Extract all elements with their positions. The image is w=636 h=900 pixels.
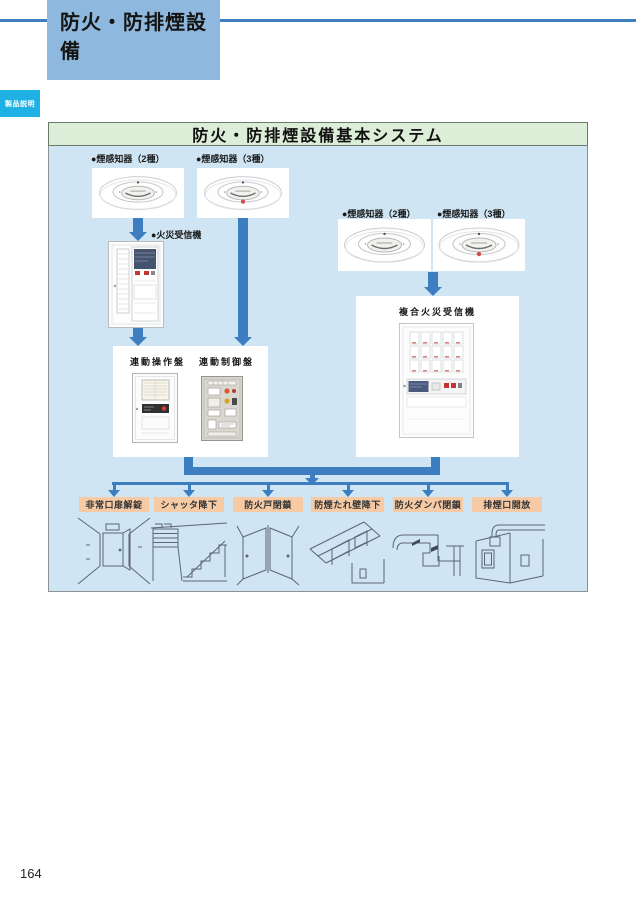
interlock-operation-panel-icon xyxy=(132,373,178,443)
fire-receiver-panel-icon xyxy=(108,241,164,328)
connector-right-drop xyxy=(431,457,440,468)
connector-left-drop xyxy=(184,457,193,468)
label-detector-right-type2: ●煙感知器（2種） xyxy=(342,209,416,219)
output-label-exit-door-unlock: 非常口扉解錠 xyxy=(79,497,149,512)
arrow-detector-to-receiver xyxy=(129,218,147,241)
smoke-detector-icon xyxy=(98,175,178,211)
side-tab-product-description: 製品説明 xyxy=(0,90,40,117)
connector-trunk-bar xyxy=(184,467,440,475)
interlock-control-panel-icon xyxy=(201,376,243,441)
arrow-output-6 xyxy=(501,484,513,497)
output-label-smoke-vent-open: 排煙口開放 xyxy=(472,497,542,512)
smoke-detector-icon xyxy=(438,227,520,264)
interlock-panels-box: 連動操作盤 連動制御盤 xyxy=(113,346,268,457)
smoke-vent-illustration xyxy=(475,524,545,584)
smoke-detector-icon xyxy=(203,175,283,211)
connector-branch-line xyxy=(112,482,509,485)
system-diagram: 防火・防排煙設備基本システム ●煙感知器（2種） ●煙感知器（3種） ●煙感知器… xyxy=(48,122,588,592)
page-header: 防火・防排煙設備 xyxy=(47,0,220,80)
smoke-detector-icon xyxy=(343,227,426,264)
top-rule xyxy=(0,19,636,22)
detector-photo-box xyxy=(197,168,289,218)
arrow-trunk-to-branch xyxy=(305,475,319,485)
detector-photo-box xyxy=(433,219,525,271)
arrow-output-4 xyxy=(342,484,354,497)
label-interlock-control-panel: 連動制御盤 xyxy=(199,357,255,367)
side-tab-label: 製品説明 xyxy=(5,100,35,108)
label-detector-right-type3: ●煙感知器（3種） xyxy=(437,209,511,219)
output-label-smoke-barrier-drop: 防煙たれ壁降下 xyxy=(311,497,384,512)
smoke-barrier-illustration xyxy=(309,521,385,584)
arrow-output-1 xyxy=(108,484,120,497)
detector-photo-box xyxy=(92,168,184,218)
arrow-output-5 xyxy=(422,484,434,497)
label-fire-receiver: ●火災受信機 xyxy=(151,230,202,240)
composite-fire-receiver-icon xyxy=(399,323,474,438)
label-detector-left-type2: ●煙感知器（2種） xyxy=(91,154,165,164)
shutter-illustration xyxy=(150,522,228,582)
arrow-output-2 xyxy=(183,484,195,497)
label-detector-left-type3: ●煙感知器（3種） xyxy=(196,154,270,164)
composite-receiver-box: 複合火災受信機 xyxy=(356,296,519,457)
exit-door-illustration xyxy=(77,517,151,585)
fire-door-illustration xyxy=(236,525,300,586)
arrow-receiver-to-panels xyxy=(129,328,147,346)
arrow-detector-to-panels xyxy=(234,218,252,346)
page-title: 防火・防排煙設備 xyxy=(60,12,207,63)
label-interlock-operation-panel: 連動操作盤 xyxy=(130,357,186,367)
output-label-shutter-descent: シャッタ降下 xyxy=(154,497,224,512)
page-number: 164 xyxy=(20,866,42,881)
output-label-fire-damper-close: 防火ダンパ閉鎖 xyxy=(393,497,463,512)
diagram-title: 防火・防排煙設備基本システム xyxy=(48,122,588,146)
detector-photo-box xyxy=(338,219,431,271)
arrow-output-3 xyxy=(262,484,274,497)
arrow-detectors-to-composite xyxy=(424,272,442,296)
label-composite-fire-receiver: 複合火災受信機 xyxy=(398,307,476,317)
output-label-fire-door-close: 防火戸閉鎖 xyxy=(233,497,303,512)
fire-damper-illustration xyxy=(392,534,464,576)
